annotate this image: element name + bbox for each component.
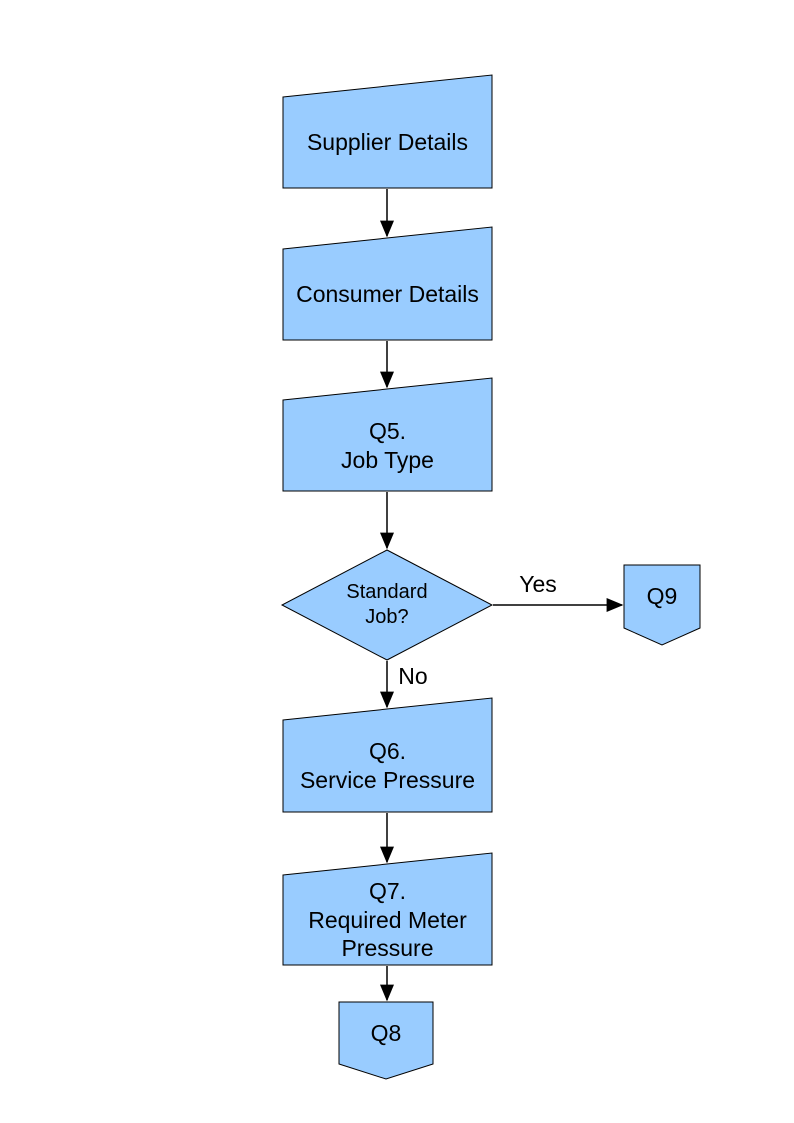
node-label-standard-job-decision: Standard Job? (282, 550, 492, 660)
node-shape-standard-job-decision (280, 549, 494, 661)
node-shape-q5-job-type (282, 377, 493, 492)
node-shape-q9-connector (623, 564, 701, 646)
q8-connector-text: Q8 (370, 1019, 402, 1046)
node-label-supplier-details: Supplier Details (283, 97, 492, 188)
no-label-text: No (398, 663, 428, 690)
q9-connector-text: Q9 (646, 583, 678, 610)
node-label-q6-service-pressure: Q6. Service Pressure (283, 720, 492, 812)
node-shape-q8-connector (338, 1001, 434, 1080)
consumer-details-text: Consumer Details (296, 281, 479, 308)
node-shape-q7-required-meter-pressure (282, 852, 493, 966)
node-label-q5-job-type: Q5. Job Type (283, 400, 492, 491)
standard-job-decision-text: Standard Job? (346, 581, 428, 628)
node-label-q9-connector: Q9 (624, 565, 700, 628)
yes-label-text: Yes (519, 571, 557, 598)
node-shape-consumer-details (282, 226, 493, 341)
supplier-details-text: Supplier Details (306, 129, 469, 156)
node-label-q8-connector: Q8 (339, 1002, 433, 1064)
node-shape-q6-service-pressure (282, 697, 493, 813)
node-label-q7-required-meter-pressure: Q7. Required Meter Pressure (283, 875, 492, 965)
node-shape-supplier-details (282, 74, 493, 189)
q7-required-meter-pressure-text: Q7. Required Meter Pressure (308, 877, 467, 962)
edge-label-yes: Yes (498, 570, 578, 600)
q5-job-type-text: Q5. Job Type (341, 417, 434, 473)
node-label-consumer-details: Consumer Details (283, 249, 492, 340)
q6-service-pressure-text: Q6. Service Pressure (299, 738, 476, 793)
edge-label-no: No (383, 662, 443, 692)
